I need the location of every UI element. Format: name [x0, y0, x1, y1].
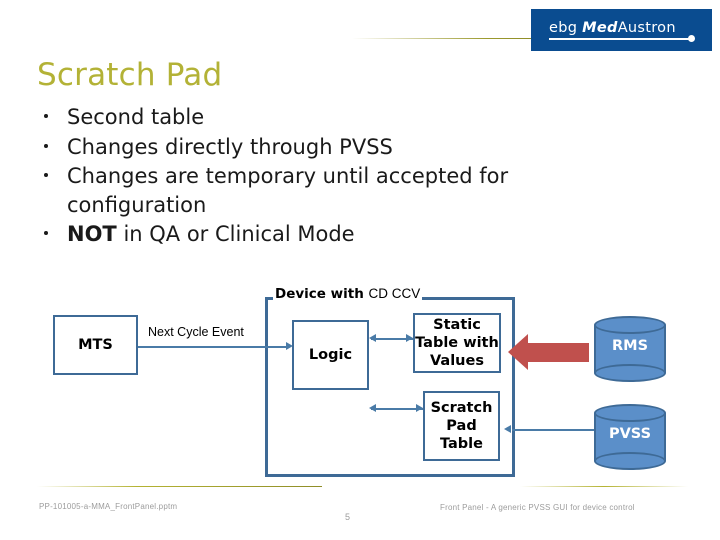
bullet-text: in QA or Clinical Mode [116, 222, 355, 246]
cylinder-top [594, 316, 666, 334]
red-arrow-shaft [527, 343, 589, 362]
device-container-label-bold: Device with [275, 286, 369, 302]
brand-underline [549, 38, 693, 40]
bullet-text: Changes are temporary until accepted for… [67, 164, 509, 217]
red-arrow-head-icon [508, 334, 528, 370]
page-title: Scratch Pad [37, 57, 223, 93]
cylinder-label-rms: RMS [611, 338, 649, 354]
brand-dot-icon [688, 35, 695, 42]
connector-pvss-to-device [512, 429, 596, 431]
arrow-to-static-table [406, 334, 413, 342]
list-item: Second table [37, 103, 637, 132]
database-cylinder-pvss: PVSS [594, 404, 666, 470]
box-static-table: Static Table with Values [413, 313, 501, 373]
bullet-text-emphasis: NOT [67, 222, 117, 246]
list-item: NOT in QA or Clinical Mode [37, 220, 637, 249]
connector-logic-static [371, 338, 415, 340]
box-scratch-pad-table: Scratch Pad Table [423, 391, 500, 461]
bullet-dot-icon [44, 114, 48, 118]
box-logic: Logic [292, 320, 369, 390]
connector-mts-to-logic [138, 346, 288, 348]
device-container-label: Device with CD CCV [273, 286, 423, 302]
footer-accent-rule-left [37, 486, 322, 487]
bullet-dot-icon [44, 143, 48, 148]
bullet-text: Second table [67, 105, 205, 129]
brand-med: Med [582, 20, 618, 36]
footer-page-number: 5 [345, 512, 351, 522]
arrow-into-device-from-pvss [504, 425, 511, 433]
edge-label-next-cycle-event: Next Cycle Event [148, 325, 244, 339]
brand-logo-box [531, 9, 712, 51]
footer-accent-rule-right [520, 486, 688, 487]
arrow-into-logic [286, 342, 293, 350]
brand-suffix: Austron [617, 20, 676, 36]
header-accent-rule [352, 38, 532, 39]
bullet-dot-icon [44, 173, 48, 177]
footer-filename: PP-101005-a-MMA_FrontPanel.pptm [39, 502, 178, 511]
bullet-list: Second table Changes directly through PV… [37, 103, 637, 250]
cylinder-top [594, 404, 666, 422]
footer-subtitle: Front Panel - A generic PVSS GUI for dev… [440, 503, 635, 512]
database-cylinder-rms: RMS [594, 316, 666, 382]
box-mts: MTS [53, 315, 138, 375]
arrow-to-logic-from-static [369, 334, 376, 342]
list-item: Changes directly through PVSS [37, 133, 637, 162]
device-container-label-rest: CD CCV [368, 286, 421, 301]
brand-logo-text: ebg MedAustron [549, 20, 676, 36]
brand-prefix: ebg [549, 20, 583, 36]
cylinder-bottom [594, 452, 666, 470]
cylinder-label-pvss: PVSS [608, 426, 652, 442]
list-item: Changes are temporary until accepted for… [37, 162, 637, 219]
bullet-text: Changes directly through PVSS [67, 134, 393, 159]
connector-logic-scratch [371, 408, 425, 410]
arrow-to-scratch-table [416, 404, 423, 412]
bullet-dot-icon [44, 231, 48, 235]
arrow-to-logic-from-scratch [369, 404, 376, 412]
cylinder-bottom [594, 364, 666, 382]
